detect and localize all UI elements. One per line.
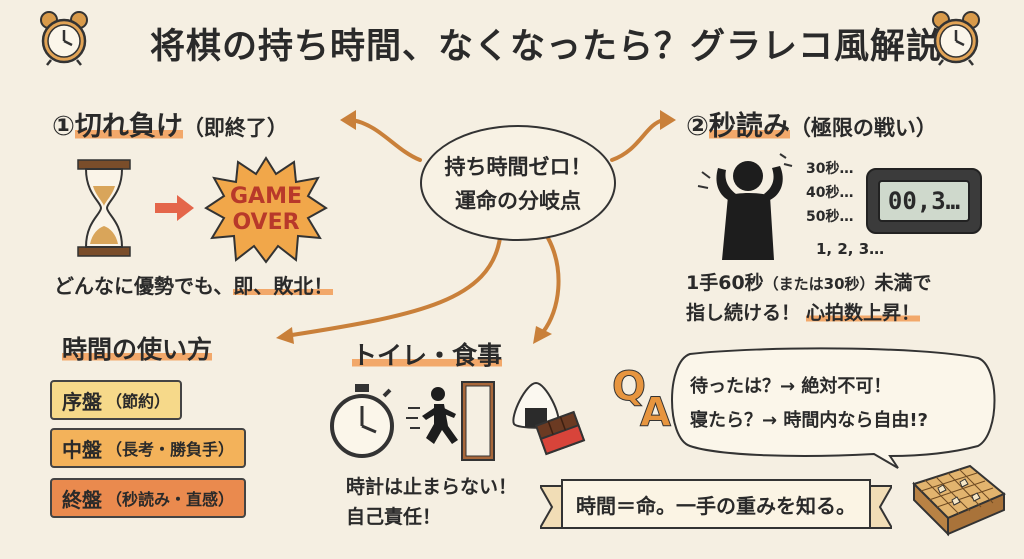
phase-opening-name: 序盤 bbox=[62, 389, 102, 414]
kireme-sub: （即終了） bbox=[182, 116, 288, 140]
alarm-clock-icon bbox=[932, 11, 980, 66]
stopwatch-icon bbox=[330, 384, 394, 458]
phase-end: 終盤（秒読み・直感） bbox=[50, 478, 247, 518]
running-person-door-icon bbox=[406, 381, 495, 461]
digital-clock-display: 00,3… bbox=[878, 180, 970, 222]
kireme-caption-highlight: 即、敗北！ bbox=[233, 274, 334, 298]
digital-clock: 00,3… bbox=[866, 168, 982, 234]
phase-end-name: 終盤 bbox=[62, 487, 102, 512]
chocolate-icon bbox=[534, 410, 586, 456]
phase-middle-note: （長考・勝負手） bbox=[106, 440, 235, 459]
kireme-caption: どんなに優勢でも、即、敗北！ bbox=[54, 270, 334, 299]
toilet-title: トイレ・食事 bbox=[352, 336, 503, 372]
kireme-caption-pre: どんなに優勢でも、 bbox=[54, 274, 234, 298]
stressed-person-icon bbox=[697, 153, 793, 260]
qa-line-1: 待ったは？→ 絶対不可！ bbox=[690, 376, 892, 397]
byoyomi-title: ②秒読み（極限の戦い） bbox=[686, 104, 937, 143]
center-line-1: 持ち時間ゼロ！ bbox=[444, 155, 592, 179]
hourglass-icon bbox=[77, 159, 131, 257]
a-letter: A bbox=[640, 390, 672, 437]
kireme-number: ① bbox=[52, 111, 75, 142]
banner-text: 時間＝命。一手の重みを知る。 bbox=[576, 494, 856, 518]
game-over-line-1: GAME bbox=[229, 184, 302, 209]
byoyomi-caption-2a: 指し続ける！ bbox=[686, 302, 801, 324]
kireme-title-text: 切れ負け bbox=[74, 111, 183, 142]
game-over-text: GAME OVER bbox=[204, 184, 328, 236]
speech-bubble bbox=[671, 347, 996, 469]
byoyomi-sub: （極限の戦い） bbox=[789, 116, 937, 140]
toilet-caption-2: 自己責任！ bbox=[346, 506, 442, 528]
center-line-2: 運命の分岐点 bbox=[455, 189, 581, 213]
phase-opening-note: （節約） bbox=[106, 392, 171, 411]
usage-title: 時間の使い方 bbox=[62, 330, 213, 366]
kireme-title: ①切れ負け（即終了） bbox=[52, 104, 288, 143]
arrow-right-icon bbox=[155, 195, 194, 221]
byoyomi-caption-1: 1手60秒（または30秒）未満で bbox=[686, 268, 932, 295]
center-bubble: 持ち時間ゼロ！ 運命の分岐点 bbox=[420, 125, 616, 241]
phase-opening: 序盤（節約） bbox=[50, 380, 183, 420]
phase-end-note: （秒読み・直感） bbox=[106, 490, 235, 509]
count-30: 30秒… bbox=[806, 161, 854, 177]
qa-line-2: 寝たら？→ 時間内なら自由!? bbox=[690, 410, 928, 431]
game-over-line-2: OVER bbox=[232, 210, 300, 235]
count-40: 40秒… bbox=[806, 185, 854, 201]
toilet-title-text: トイレ・食事 bbox=[352, 341, 503, 370]
alarm-clock-icon bbox=[40, 11, 88, 66]
page-title: 将棋の持ち時間、なくなったら？グラレコ風解説！ bbox=[150, 27, 979, 67]
byoyomi-caption-1a: 1手60秒 bbox=[686, 272, 764, 294]
phase-middle: 中盤（長考・勝負手） bbox=[50, 428, 247, 468]
usage-title-text: 時間の使い方 bbox=[62, 335, 213, 364]
q-letter: Q bbox=[611, 364, 647, 411]
count-sequence: 1, 2, 3… bbox=[816, 240, 885, 258]
byoyomi-caption-1b: （または30秒） bbox=[763, 275, 875, 293]
byoyomi-title-text: 秒読み bbox=[708, 111, 790, 142]
byoyomi-number: ② bbox=[686, 111, 709, 142]
ribbon-banner bbox=[540, 479, 892, 529]
byoyomi-caption-2: 指し続ける！心拍数上昇！ bbox=[686, 298, 921, 325]
phase-middle-name: 中盤 bbox=[62, 437, 102, 462]
count-50: 50秒… bbox=[806, 209, 854, 225]
shogi-board-icon bbox=[912, 464, 1006, 537]
byoyomi-caption-1c: 未満で bbox=[874, 272, 932, 294]
byoyomi-caption-2b: 心拍数上昇！ bbox=[806, 302, 921, 324]
toilet-caption-1: 時計は止まらない！ bbox=[346, 476, 518, 498]
game-over-burst bbox=[204, 156, 328, 264]
